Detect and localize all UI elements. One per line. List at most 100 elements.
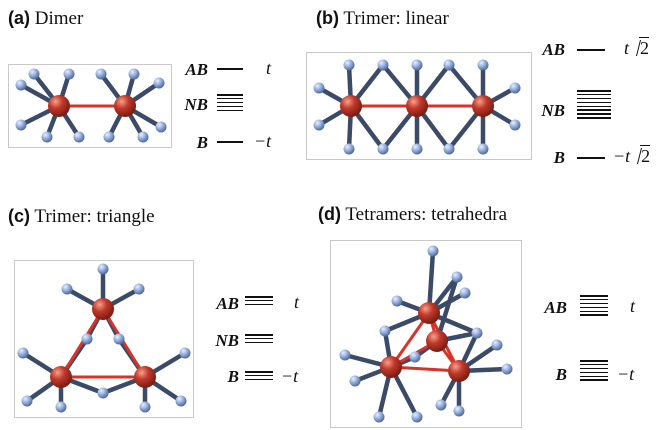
- ligand-atom: [411, 59, 423, 71]
- ligand-atom: [491, 339, 503, 351]
- ligand-atom: [427, 245, 439, 257]
- panel-c-title: (c) Trimer: triangle: [8, 206, 155, 228]
- linear-trimer-molecule-image: [306, 52, 532, 160]
- level-nb-lines: [217, 94, 243, 113]
- metal-atom: [406, 95, 428, 117]
- ligand-atom: [155, 121, 167, 133]
- metal-atom: [426, 330, 448, 352]
- metal-atom: [418, 302, 440, 324]
- level-b-lines: [577, 157, 605, 161]
- panel-d-title-text: Tetramers: tetrahedra: [345, 204, 508, 225]
- metal-atom: [448, 360, 470, 382]
- ligand-atom: [509, 82, 521, 94]
- ligand-atom: [15, 119, 27, 131]
- metal-atom: [472, 95, 494, 117]
- ligand-atom: [97, 263, 109, 275]
- ligand-atom: [443, 59, 455, 71]
- ligand-atom: [443, 143, 455, 155]
- ligand-atom: [17, 347, 29, 359]
- level-b-label: B: [196, 133, 208, 152]
- metal-metal-bond: [389, 311, 431, 369]
- ligand-atom: [451, 271, 463, 283]
- ligand-atom: [97, 387, 109, 399]
- panel-b-tag: (b): [316, 8, 339, 28]
- ligand-atom: [41, 131, 53, 143]
- level-b-value: −t: [281, 366, 299, 386]
- panel-d-title: (d) Tetramers: tetrahedra: [318, 204, 507, 226]
- ligand-atom: [313, 119, 325, 131]
- ligand-atom: [343, 143, 355, 155]
- metal-ligand-bond: [434, 274, 460, 344]
- ligand-atom: [113, 333, 125, 345]
- level-nb-lines: [245, 334, 273, 346]
- metal-metal-bond: [101, 307, 147, 379]
- ligand-atom: [477, 59, 489, 71]
- ligand-atom: [81, 333, 93, 345]
- metal-atom: [380, 356, 402, 378]
- level-ab-lines: [577, 49, 605, 53]
- ligand-atom: [313, 82, 325, 94]
- ligand-atom: [128, 68, 140, 80]
- level-b-lines: [580, 360, 608, 383]
- level-ab-value: t: [294, 292, 300, 312]
- ligand-atom: [15, 79, 27, 91]
- ligand-atom: [28, 68, 40, 80]
- ligand-atom: [509, 119, 521, 131]
- panel-a-tag: (a): [8, 8, 30, 28]
- ligand-atom: [453, 405, 465, 417]
- ligand-atom: [63, 68, 75, 80]
- ligand-atom: [409, 351, 421, 363]
- ligand-atom: [95, 68, 107, 80]
- level-nb-lines: [577, 90, 611, 121]
- level-nb-label: NB: [215, 331, 239, 350]
- ligand-atom: [377, 59, 389, 71]
- metal-metal-bond: [59, 307, 105, 379]
- ligand-atom: [179, 347, 191, 359]
- level-b-label: B: [555, 365, 567, 384]
- ligand-atom: [477, 143, 489, 155]
- ligand-atom: [133, 283, 145, 295]
- ligand-atom: [391, 295, 403, 307]
- level-b-lines: [245, 371, 273, 383]
- metal-atom: [50, 366, 72, 388]
- level-nb-label: NB: [541, 101, 565, 120]
- ligand-atom: [339, 349, 351, 361]
- level-b-value: −t: [617, 364, 635, 384]
- ligand-atom: [153, 77, 165, 89]
- metal-metal-bond: [389, 365, 461, 373]
- ligand-atom: [501, 363, 513, 375]
- level-b-label: B: [227, 367, 239, 386]
- ligand-atom: [73, 131, 85, 143]
- ligand-atom: [103, 131, 115, 143]
- triangle-trimer-molecule-image: [14, 260, 194, 418]
- panel-b-title-text: Trimer: linear: [343, 8, 449, 29]
- dimer-molecule-image: [8, 64, 172, 148]
- level-b-label: B: [553, 148, 565, 167]
- ligand-atom: [459, 287, 471, 299]
- ligand-atom: [21, 395, 33, 407]
- panel-a-title: (a) Dimer: [8, 8, 83, 30]
- ligand-atom: [137, 131, 149, 143]
- metal-atom: [340, 95, 362, 117]
- ligand-atom: [377, 143, 389, 155]
- tetrahedra-molecule-image: [330, 240, 522, 428]
- metal-atom: [114, 95, 136, 117]
- ligand-atom: [379, 325, 391, 337]
- ligand-atom: [435, 399, 447, 411]
- level-ab-value: t: [630, 296, 636, 316]
- level-ab-lines: [217, 68, 243, 72]
- level-ab-label: AB: [185, 60, 208, 79]
- metal-atom: [48, 95, 70, 117]
- panel-a-title-text: Dimer: [34, 8, 84, 29]
- level-ab-value: t: [266, 58, 272, 78]
- ligand-atom: [55, 401, 67, 413]
- ligand-atom: [411, 411, 423, 423]
- ligand-atom: [349, 375, 361, 387]
- ligand-atom: [471, 327, 483, 339]
- panel-c-title-text: Trimer: triangle: [34, 206, 155, 227]
- level-ab-label: AB: [542, 40, 565, 59]
- ligand-atom: [343, 59, 355, 71]
- metal-atom: [134, 366, 156, 388]
